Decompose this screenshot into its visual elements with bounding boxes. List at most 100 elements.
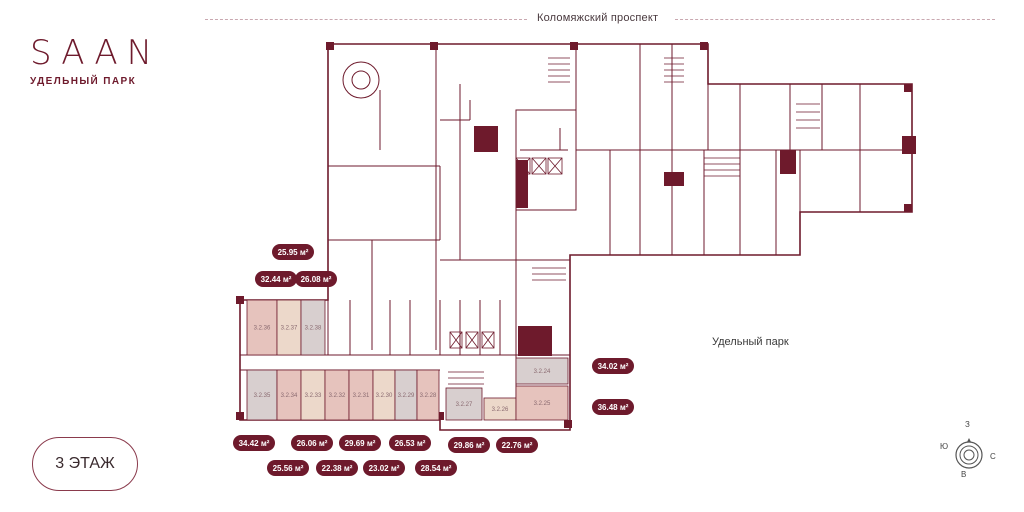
compass-west: Ю <box>940 442 949 451</box>
area-badge[interactable]: 32.44 м² <box>255 271 297 287</box>
area-badge-label: 23.02 м² <box>369 464 400 473</box>
floor-badge[interactable]: 3 ЭТАЖ <box>32 437 138 491</box>
area-badge-pill[interactable] <box>295 271 337 287</box>
area-badge-pill[interactable] <box>496 437 538 453</box>
area-badge-pill[interactable] <box>316 460 358 476</box>
area-badge-pill[interactable] <box>415 460 457 476</box>
area-badge[interactable]: 25.56 м² <box>267 460 309 476</box>
columns <box>236 42 916 428</box>
area-badge-label: 34.02 м² <box>598 362 629 371</box>
area-badge[interactable]: 22.38 м² <box>316 460 358 476</box>
unit-id-label: 3.2.32 <box>329 393 346 399</box>
area-badge-label: 25.95 м² <box>278 248 309 257</box>
stairs <box>448 57 820 385</box>
area-badge-pill[interactable] <box>255 271 297 287</box>
unit-cell[interactable]: 3.2.27 <box>445 387 483 421</box>
building-outline <box>239 43 913 431</box>
unit-cell[interactable]: 3.2.34 <box>276 369 302 421</box>
area-badge-pill[interactable] <box>592 399 634 415</box>
badges-layer: 32.44 м² 25.95 м² 26.08 м² 34.42 м² 25.56 м²… <box>233 244 634 476</box>
area-badge-label: 34.42 м² <box>239 439 270 448</box>
area-badge-pill[interactable] <box>272 244 314 260</box>
area-badge-pill[interactable] <box>233 435 275 451</box>
unit-id-label: 3.2.26 <box>492 407 509 413</box>
unit-id-label: 3.2.31 <box>353 393 370 399</box>
unit-cell-fill[interactable] <box>324 369 350 421</box>
unit-cell-fill[interactable] <box>276 299 302 356</box>
area-badge-pill[interactable] <box>291 435 333 451</box>
area-badge-pill[interactable] <box>389 435 431 451</box>
area-badge-pill[interactable] <box>339 435 381 451</box>
area-badge-label: 25.56 м² <box>273 464 304 473</box>
unit-cell-fill[interactable] <box>515 357 569 385</box>
unit-cell-fill[interactable] <box>300 299 326 356</box>
area-badge-label: 22.38 м² <box>322 464 353 473</box>
unit-cell[interactable]: 3.2.38 <box>300 299 326 356</box>
unit-cell[interactable]: 3.2.35 <box>246 369 278 421</box>
area-badge-label: 36.48 м² <box>598 403 629 412</box>
unit-id-label: 3.2.37 <box>281 326 298 332</box>
unit-cell-fill[interactable] <box>445 387 483 421</box>
area-badge[interactable]: 29.86 м² <box>448 437 490 453</box>
compass-south: В <box>961 470 967 479</box>
unit-id-label: 3.2.25 <box>534 401 551 407</box>
area-badge[interactable]: 22.76 м² <box>496 437 538 453</box>
unit-cell[interactable]: 3.2.28 <box>416 369 440 421</box>
unit-cell[interactable]: 3.2.30 <box>372 369 396 421</box>
elevators <box>449 157 563 349</box>
unit-cell[interactable]: 3.2.36 <box>246 299 278 356</box>
compass-north: З <box>965 420 970 429</box>
unit-cell-fill[interactable] <box>300 369 326 421</box>
area-badge[interactable]: 26.06 м² <box>291 435 333 451</box>
unit-cell[interactable]: 3.2.37 <box>276 299 302 356</box>
unit-cell-fill[interactable] <box>416 369 440 421</box>
area-badge-pill[interactable] <box>448 437 490 453</box>
area-badge[interactable]: 26.08 м² <box>295 271 337 287</box>
area-badge[interactable]: 34.02 м² <box>592 358 634 374</box>
area-badge-pill[interactable] <box>267 460 309 476</box>
area-badge[interactable]: 23.02 м² <box>363 460 405 476</box>
unit-cell-fill[interactable] <box>276 369 302 421</box>
area-badge[interactable]: 28.54 м² <box>415 460 457 476</box>
area-badge[interactable]: 25.95 м² <box>272 244 314 260</box>
unit-cell[interactable]: 3.2.31 <box>348 369 374 421</box>
unit-id-label: 3.2.29 <box>398 393 415 399</box>
unit-cell[interactable]: 3.2.26 <box>483 397 517 421</box>
street-line-right <box>675 19 995 20</box>
area-badge-pill[interactable] <box>363 460 405 476</box>
unit-cell[interactable]: 3.2.25 <box>515 385 569 421</box>
area-badge-label: 29.86 м² <box>454 441 485 450</box>
unit-cell-fill[interactable] <box>246 299 278 356</box>
area-badge-pill[interactable] <box>592 358 634 374</box>
unit-id-label: 3.2.36 <box>254 326 271 332</box>
area-badge-label: 26.53 м² <box>395 439 426 448</box>
street-line-left <box>205 19 527 20</box>
area-badge-label: 26.08 м² <box>301 275 332 284</box>
unit-cell[interactable]: 3.2.33 <box>300 369 326 421</box>
area-badge-label: 22.76 м² <box>502 441 533 450</box>
unit-id-label: 3.2.35 <box>254 393 271 399</box>
compass-icon <box>955 438 983 469</box>
compass: З Ю С В <box>934 420 1004 490</box>
area-badge[interactable]: 36.48 м² <box>592 399 634 415</box>
area-badge[interactable]: 26.53 м² <box>389 435 431 451</box>
unit-id-label: 3.2.38 <box>305 326 322 332</box>
unit-cell[interactable]: 3.2.24 <box>515 357 569 385</box>
brand-logo[interactable]: SAAN УДЕЛЬНЫЙ ПАРК <box>30 36 180 87</box>
unit-cell-fill[interactable] <box>348 369 374 421</box>
unit-cell[interactable]: 3.2.29 <box>394 369 418 421</box>
unit-cell-fill[interactable] <box>246 369 278 421</box>
spiral-stair <box>342 61 380 99</box>
unit-id-label: 3.2.30 <box>376 393 393 399</box>
area-badge-label: 28.54 м² <box>421 464 452 473</box>
logo-subtitle: УДЕЛЬНЫЙ ПАРК <box>30 76 137 87</box>
unit-id-label: 3.2.24 <box>534 369 551 375</box>
unit-cell-fill[interactable] <box>515 385 569 421</box>
area-badge[interactable]: 29.69 м² <box>339 435 381 451</box>
area-badge-label: 29.69 м² <box>345 439 376 448</box>
unit-cell[interactable]: 3.2.32 <box>324 369 350 421</box>
area-badge[interactable]: 34.42 м² <box>233 435 275 451</box>
park-label: Удельный парк <box>712 336 789 348</box>
